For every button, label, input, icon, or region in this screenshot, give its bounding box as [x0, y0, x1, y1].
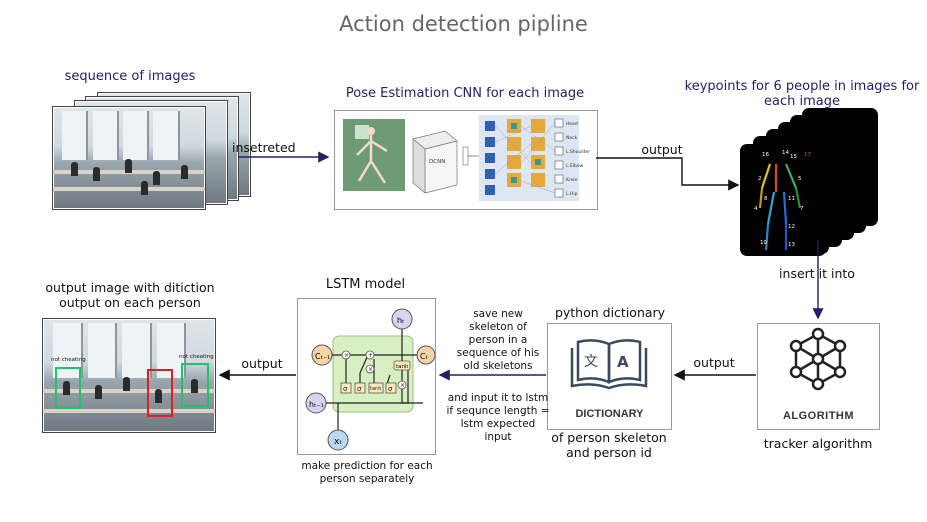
- lstm-c-out: Cₜ: [420, 352, 428, 361]
- algorithm-icon: [789, 327, 847, 391]
- image-stack: [52, 92, 257, 212]
- insetreted-label: insetreted: [232, 140, 296, 155]
- pose-cnn-diagram: DCNN Head Neck L.Shoulder L.Elbow Knee L…: [343, 115, 590, 201]
- cnn-out-5: L.Hip: [566, 191, 578, 197]
- kp-2: 2: [758, 176, 762, 182]
- kp-13: 13: [788, 242, 795, 248]
- kp-14: 14: [782, 150, 789, 156]
- lstm-tanh-gate: tanh: [370, 386, 381, 392]
- kp-8: 8: [764, 196, 768, 202]
- cnn-out-2: L.Shoulder: [566, 149, 590, 155]
- dictionary-sub-label: of person skeleton and person id: [551, 430, 667, 460]
- lstm-label: LSTM model: [325, 277, 406, 292]
- dictionary-icon: 文 A: [570, 339, 648, 390]
- pose-cnn-figure: DCNN Head Neck L.Shoulder L.Elbow Knee L…: [334, 110, 598, 210]
- detection-box-right: [181, 363, 209, 407]
- kp-7: 7: [800, 206, 804, 212]
- dict-left-glyph: 文: [584, 354, 598, 370]
- cnn-out-0: Head: [566, 121, 578, 127]
- lstm-times-3: ×: [400, 382, 405, 389]
- pose-cnn-label: Pose Estimation CNN for each image: [345, 86, 585, 101]
- detection-tag-right: not cheating: [179, 354, 214, 360]
- cnn-out-1: Neck: [566, 135, 578, 141]
- tracker-algorithm-box: ALGORITHM: [757, 323, 880, 430]
- output-label-1: output: [641, 142, 683, 157]
- output-detection-image: not cheating not cheating: [42, 318, 216, 433]
- kp-12: 12: [788, 224, 795, 230]
- kp-15: 15: [790, 154, 797, 160]
- dictionary-box: 文 A DICTIONARY: [547, 323, 672, 430]
- output-label-3: output: [241, 356, 283, 371]
- skeleton-drawing: 16 14 15 17 2 5 4 7 8 11 12 10 13: [754, 150, 811, 251]
- kp-5: 5: [798, 176, 802, 182]
- algorithm-caption: ALGORITHM: [782, 410, 855, 422]
- cnn-conv-label: DCNN: [429, 159, 445, 165]
- sequence-label: sequence of images: [64, 69, 196, 84]
- lstm-cell-diagram: Cₜ₋₁ hₜ₋₁ xₜ hₜ Cₜ × + × × tanh σ σ tanh…: [305, 308, 436, 451]
- output-image-label: output image with ditiction output on ea…: [45, 280, 215, 310]
- lstm-h-prev: hₜ₋₁: [309, 400, 324, 409]
- lstm-plus: +: [368, 352, 373, 359]
- detection-box-left: [55, 367, 81, 409]
- lstm-tanh-top: tanh: [396, 364, 409, 370]
- prediction-note: make prediction for each person separate…: [301, 460, 433, 485]
- lstm-sigma-1: σ: [343, 385, 348, 393]
- kp-10: 10: [760, 240, 767, 246]
- lstm-box: Cₜ₋₁ hₜ₋₁ xₜ hₜ Cₜ × + × × tanh σ σ tanh…: [297, 298, 436, 455]
- insert-into-label: insert it into: [779, 266, 855, 281]
- lstm-times-1: ×: [344, 352, 349, 359]
- cnn-out-4: Knee: [566, 177, 578, 183]
- keypoint-frame-1: 16 14 15 17 2 5 4 7 8 11 12 10 13: [740, 144, 826, 256]
- stack-frame-1: [52, 106, 206, 210]
- kp-16: 16: [762, 152, 769, 158]
- input-lstm-note: and input it to lstm if sequnce length =…: [446, 392, 550, 443]
- lstm-c-prev: Cₜ₋₁: [315, 352, 330, 361]
- kp-4: 4: [754, 206, 758, 212]
- tracker-label: tracker algorithm: [763, 436, 873, 451]
- lstm-sigma-3: σ: [388, 385, 393, 393]
- kp-11: 11: [788, 196, 795, 202]
- output-label-2: output: [693, 355, 735, 370]
- keypoint-stack: 16 14 15 17 2 5 4 7 8 11 12 10 13: [740, 108, 880, 256]
- detection-tag-left: not cheating: [51, 357, 86, 363]
- save-skeleton-note: save new skeleton of person in a sequenc…: [456, 308, 540, 372]
- keypoints-label: keypoints for 6 people in images for eac…: [684, 79, 920, 109]
- lstm-sigma-2: σ: [357, 385, 362, 393]
- detection-box-middle: [147, 369, 173, 417]
- dictionary-caption: DICTIONARY: [575, 408, 644, 420]
- arrow-cnn-to-keypoints: [596, 157, 740, 191]
- dict-right-glyph: A: [617, 353, 629, 371]
- lstm-h-out: hₜ: [397, 316, 404, 325]
- lstm-x: xₜ: [334, 437, 342, 447]
- cnn-out-3: L.Elbow: [566, 163, 584, 169]
- python-dict-label: python dictionary: [554, 305, 666, 320]
- kp-17: 17: [804, 152, 811, 158]
- lstm-times-2: ×: [368, 366, 373, 373]
- page-title: Action detection pipline: [339, 12, 588, 36]
